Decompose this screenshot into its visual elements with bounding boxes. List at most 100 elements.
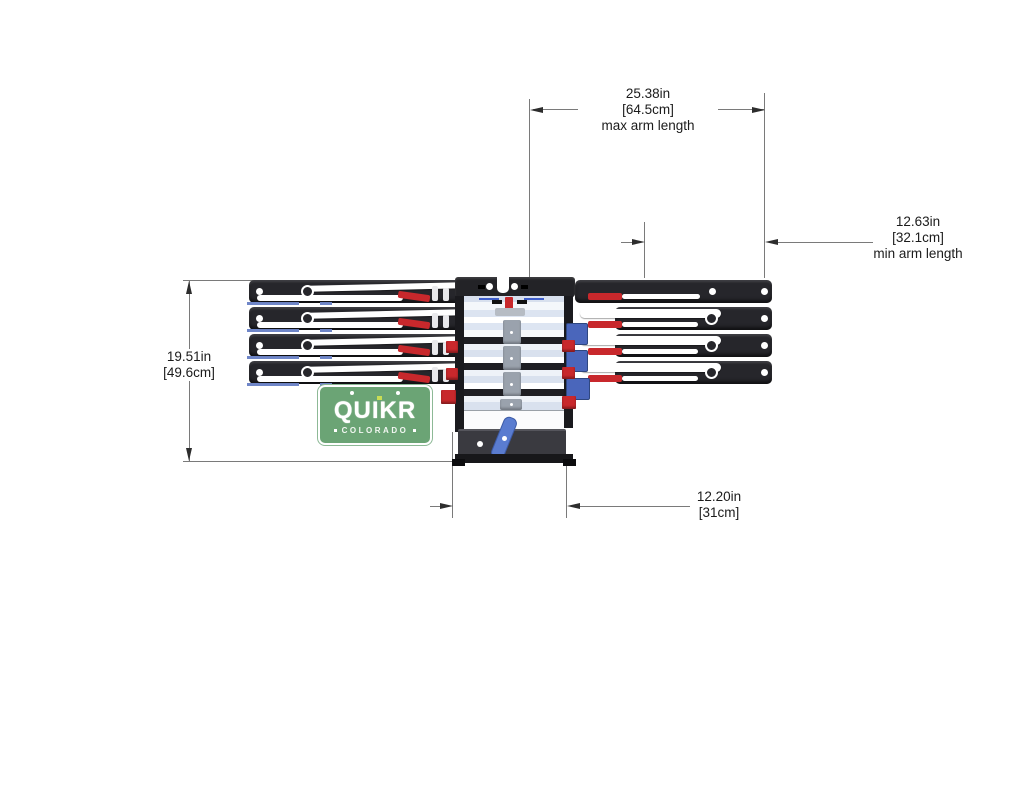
right-arm — [575, 334, 772, 357]
mount-slot — [521, 285, 528, 289]
arm-slide-rail — [580, 309, 721, 318]
pivot-hole-icon — [761, 342, 768, 349]
arrow-icon — [567, 503, 580, 509]
blue-trim — [320, 302, 332, 305]
blue-trim — [479, 298, 499, 300]
dimension-line — [688, 109, 764, 110]
dimension-line — [776, 242, 873, 243]
arrow-icon — [186, 281, 192, 294]
pivot-hole-icon — [256, 288, 263, 295]
blue-clamp — [566, 378, 590, 400]
arm-link — [443, 288, 449, 301]
arrow-icon — [632, 239, 645, 245]
left-arm — [247, 334, 509, 359]
plate-screw — [333, 428, 337, 432]
pivot-ring-icon — [301, 339, 314, 352]
i-dot-accent — [377, 396, 382, 400]
arm-link — [443, 315, 449, 328]
dimension-value-in: 25.38in — [625, 86, 671, 101]
arm-rod — [622, 349, 698, 354]
base-foot — [563, 459, 576, 466]
blue-trim — [320, 329, 332, 332]
right-arm — [575, 280, 772, 303]
base-foot — [452, 459, 465, 466]
arm-slide-rail — [580, 336, 721, 345]
arm-link — [432, 313, 438, 328]
pivot-hole-icon — [761, 369, 768, 376]
blue-trim — [247, 383, 299, 386]
dimension-value-cm: [64.5cm] — [578, 102, 718, 118]
blue-trim — [320, 356, 332, 359]
red-grip-rod — [588, 293, 622, 300]
dimension-line — [578, 506, 690, 507]
dimension-text: 12.63in [32.1cm] min arm length — [848, 214, 988, 262]
pivot-hole-icon — [761, 288, 768, 295]
red-clamp — [446, 368, 458, 380]
arm-rod — [257, 322, 403, 328]
red-clamp — [441, 390, 456, 404]
pivot-hole-icon — [256, 315, 263, 322]
pivot-hole-icon — [709, 288, 716, 295]
red-clamp — [562, 367, 575, 379]
pivot-hole-icon — [761, 315, 768, 322]
pivot-ring-icon — [301, 285, 314, 298]
right-arm — [575, 307, 772, 330]
left-arm — [247, 307, 509, 332]
brand-name: QUIKR — [333, 396, 417, 424]
blue-clamp — [566, 350, 588, 372]
plate-screw — [396, 391, 400, 395]
latch-dot-icon — [510, 357, 513, 360]
latch-dot-icon — [510, 331, 513, 334]
arm-slide-rail — [580, 363, 721, 372]
blue-trim — [247, 302, 299, 305]
arm-rod — [622, 322, 698, 327]
arm-link — [432, 340, 438, 355]
arrow-icon — [530, 107, 543, 113]
pivot-ring-icon — [301, 312, 314, 325]
arm-link — [432, 367, 438, 382]
dimension-value-cm: [31cm] — [698, 505, 740, 520]
blue-trim — [524, 298, 544, 300]
plate-screw — [413, 428, 417, 432]
extension-line — [566, 466, 567, 518]
pivot-hole-icon — [256, 369, 263, 376]
base-hole-icon — [477, 441, 483, 447]
red-clamp — [446, 341, 458, 353]
arm-rod — [257, 295, 403, 301]
dimension-text: 12.20in [31cm] — [688, 489, 750, 521]
red-clamp — [562, 340, 575, 352]
blue-trim — [247, 329, 299, 332]
dimension-value-cm: [32.1cm] — [892, 230, 944, 245]
dimension-value-cm: [49.6cm] — [147, 365, 231, 381]
tower-top-notch — [497, 277, 509, 293]
pivot-ring-icon — [705, 339, 718, 352]
red-grip-rod — [588, 321, 622, 328]
blue-trim — [320, 383, 332, 386]
dimension-text: 19.51in [49.6cm] — [147, 349, 231, 381]
pivot-ring-icon — [705, 366, 718, 379]
red-center-clip — [505, 297, 513, 310]
latch-dot-icon — [510, 403, 513, 406]
dimension-value-in: 19.51in — [147, 349, 231, 365]
base-bar — [455, 454, 573, 463]
arm-link — [432, 286, 438, 301]
arm-rod — [257, 349, 403, 355]
blue-clamp — [566, 323, 588, 345]
mount-slot — [478, 285, 485, 289]
tower-rail-left — [455, 296, 464, 432]
red-grip-rod — [588, 348, 622, 355]
dimension-label: min arm length — [873, 246, 963, 261]
arrow-icon — [765, 239, 778, 245]
extension-line — [764, 93, 765, 278]
clip-slot — [492, 300, 502, 304]
dimension-value-in: 12.63in — [895, 214, 941, 229]
arm-rod — [622, 376, 698, 381]
clip-slot — [517, 300, 527, 304]
lever-pivot-icon — [502, 436, 507, 441]
extension-line — [452, 432, 453, 518]
red-grip-rod — [588, 375, 622, 382]
red-clamp — [562, 396, 576, 409]
dimension-label: max arm length — [601, 118, 695, 133]
left-arm — [247, 361, 509, 386]
